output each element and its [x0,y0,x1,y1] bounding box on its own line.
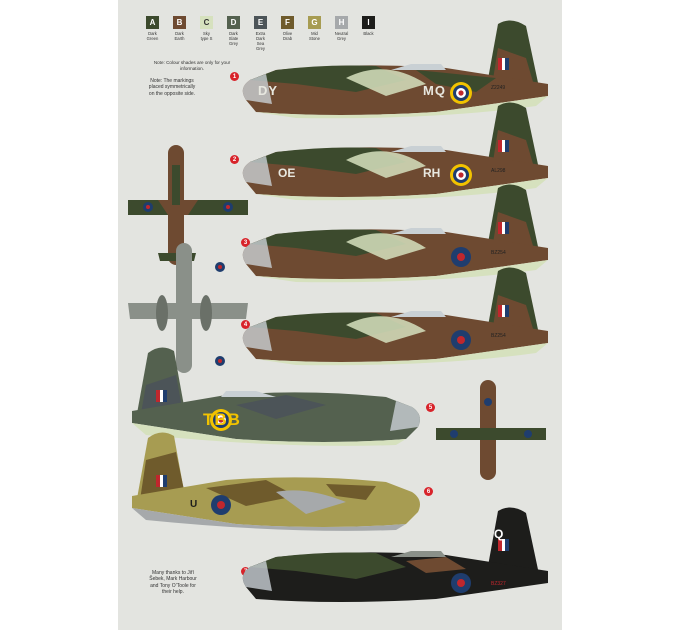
fuselage-code-aft: MQ [423,83,446,98]
swatch-chip: E [254,16,267,29]
profile-number-badge: 4 [241,320,250,329]
swatch-chip: G [308,16,321,29]
aircraft-profile-4 [242,267,549,366]
fuselage-code-forward: U [190,499,198,510]
acknowledgement-note: Many thanks to Jiří Šebek, Mark Harbour … [149,570,197,596]
profile-number-badge: 5 [426,403,435,412]
aircraft-serial: BZ254 [491,250,506,256]
swatch-name: Neutral Grey [334,31,349,41]
swatch-name: Dark Earth [174,31,185,41]
colour-swatch: G Mid Stone [302,16,327,51]
profile-number-badge: 2 [230,155,239,164]
fuselage-code-forward: OE [278,166,296,180]
aircraft-plan-view-right [436,380,546,480]
swatch-chip: A [146,16,159,29]
colour-note: Note: Colour shades are only for your in… [153,60,231,71]
markings-note: Note: The markings placed symmetrically … [148,78,196,97]
aircraft-serial: BZ327 [491,581,506,587]
profile-number-badge: 1 [230,72,239,81]
swatch-name: Extra Dark Sea Grey [255,31,266,51]
aircraft-serial: AL298 [491,168,506,174]
aircraft-profile-6 [132,432,420,531]
fuselage-code-aft: Q [494,527,504,541]
swatch-name: Sky type S [200,31,213,41]
decal-sheet: A Dark Green B Dark Earth C Sky type S D Dar… [118,0,562,630]
colour-swatch: F Olive Drab [275,16,300,51]
fuselage-code-aft: RH [423,166,441,180]
swatch-name: Olive Drab [282,31,293,41]
swatch-chip: H [335,16,348,29]
profile-number-badge: 3 [241,238,250,247]
profile-number-badge: 6 [424,487,433,496]
aircraft-plan-view-bottom [128,243,248,373]
swatch-name: Dark Slate Grey [228,31,239,46]
aircraft-serial: BZ254 [491,333,506,339]
aircraft-profile-1 [242,20,549,119]
fuselage-code-forward: TBB [203,410,241,429]
colour-swatch: E Extra Dark Sea Grey [248,16,273,51]
swatch-name: Mid Stone [309,31,320,41]
swatch-chip: I [362,16,375,29]
colour-swatch: A Dark Green [140,16,165,51]
swatch-name: Dark Green [146,31,159,41]
aircraft-profile-7 [242,507,549,602]
aircraft-profile-3 [242,184,549,283]
colour-legend: A Dark Green B Dark Earth C Sky type S D Dar… [140,16,381,51]
colour-swatch: H Neutral Grey [329,16,354,51]
colour-swatch: D Dark Slate Grey [221,16,246,51]
colour-swatch: I Black [356,16,381,51]
swatch-name: Black [363,31,374,36]
swatch-chip: F [281,16,294,29]
aircraft-serial: Z2249 [491,85,506,91]
fuselage-code-forward: DY [258,83,279,98]
colour-swatch: B Dark Earth [167,16,192,51]
swatch-chip: B [173,16,186,29]
colour-swatch: C Sky type S [194,16,219,51]
swatch-chip: C [200,16,213,29]
aircraft-profile-5 [132,347,420,446]
aircraft-profile-2 [242,102,549,201]
swatch-chip: D [227,16,240,29]
